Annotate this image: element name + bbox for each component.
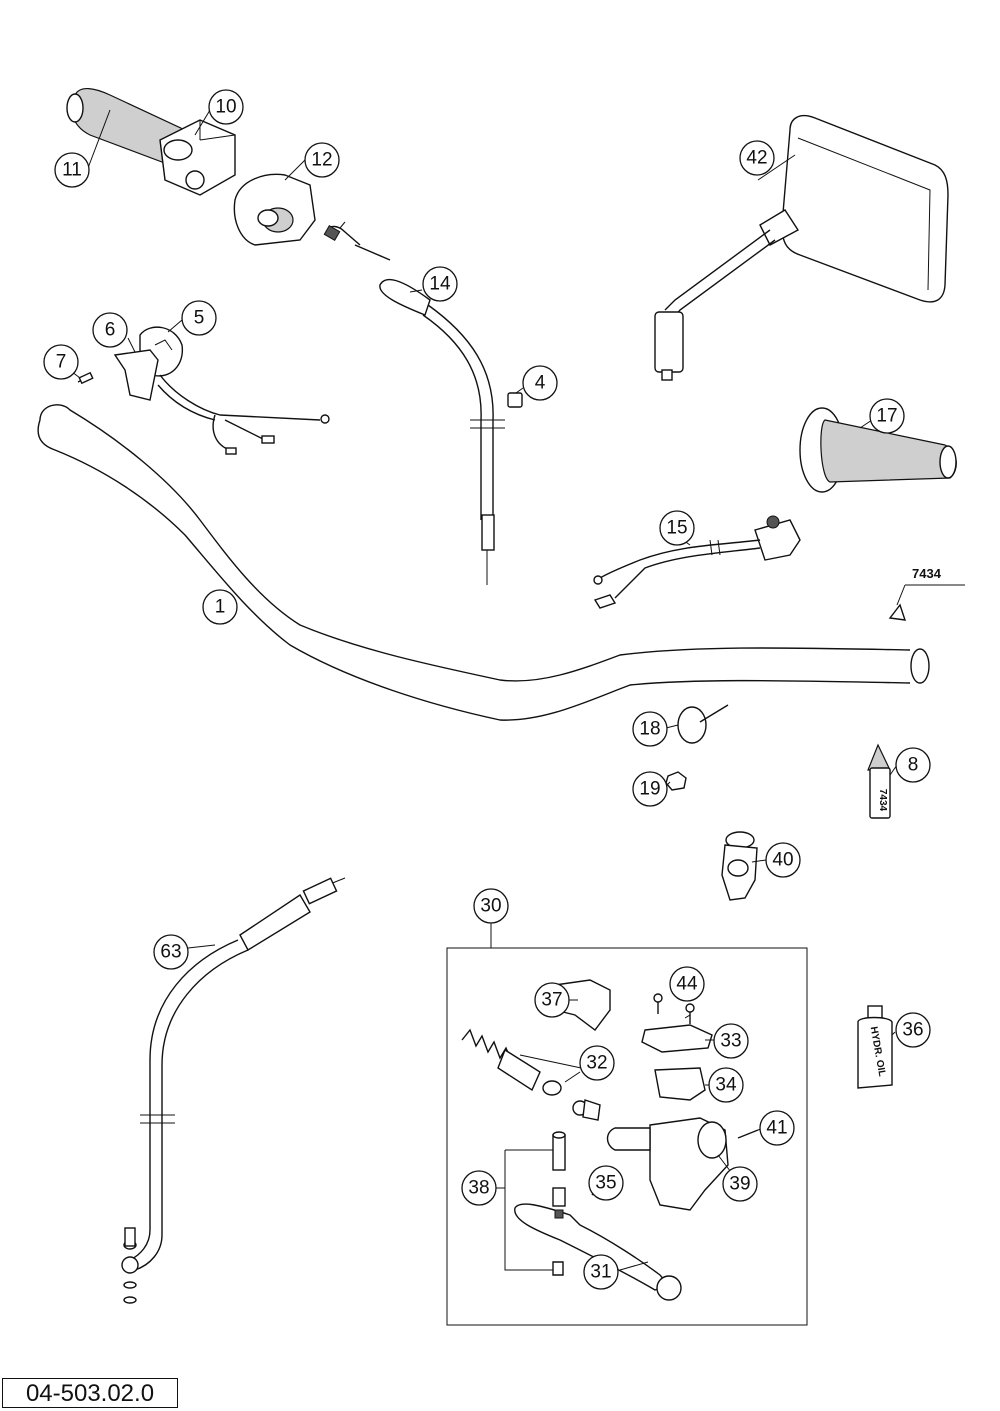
callout-37: 37	[534, 982, 570, 1018]
svg-text:63: 63	[160, 942, 181, 963]
callout-12: 12	[304, 142, 340, 178]
svg-text:18: 18	[639, 719, 660, 740]
callout-15: 15	[659, 510, 695, 546]
svg-text:31: 31	[590, 1262, 611, 1283]
svg-text:12: 12	[311, 150, 332, 171]
svg-text:40: 40	[772, 850, 793, 871]
svg-text:1: 1	[215, 597, 226, 618]
svg-text:39: 39	[729, 1174, 750, 1195]
throttle-housing	[159, 119, 236, 196]
light-switch	[593, 515, 801, 609]
callouts: 1 4 5 6 7 8 10 11 12 14 15 17 18 19 30 3…	[43, 89, 931, 1290]
svg-text:15: 15	[666, 518, 687, 539]
brake-master-cylinder-kit	[446, 920, 808, 1326]
svg-text:5: 5	[194, 308, 205, 329]
callout-6: 6	[92, 312, 128, 348]
callout-36: 36	[895, 1012, 931, 1048]
callout-4: 4	[522, 365, 558, 401]
callout-39: 39	[722, 1166, 758, 1202]
callout-10: 10	[208, 89, 244, 125]
hydraulic-oil-bottle	[857, 1005, 893, 1089]
switch-clamp	[113, 349, 159, 401]
svg-text:44: 44	[676, 974, 698, 995]
small-nut	[665, 771, 687, 791]
callout-63: 63	[153, 934, 189, 970]
callout-44: 44	[669, 966, 705, 1002]
nut-part	[507, 392, 523, 408]
callout-31: 31	[583, 1254, 619, 1290]
svg-text:41: 41	[766, 1118, 787, 1139]
svg-text:8: 8	[908, 755, 919, 776]
svg-text:11: 11	[62, 160, 82, 181]
throttle-grip	[66, 88, 186, 166]
callout-40: 40	[765, 842, 801, 878]
callout-38: 38	[461, 1170, 497, 1206]
reference-label: 7434	[912, 566, 942, 581]
svg-text:38: 38	[468, 1178, 489, 1199]
svg-text:32: 32	[586, 1053, 607, 1074]
callout-35: 35	[588, 1165, 624, 1201]
throttle-cover	[233, 173, 316, 246]
svg-text:10: 10	[215, 97, 236, 118]
callout-18: 18	[632, 711, 668, 747]
svg-text:7434: 7434	[877, 789, 888, 812]
svg-text:30: 30	[480, 896, 501, 917]
callout-41: 41	[759, 1110, 795, 1146]
document-code: 04-503.02.0	[2, 1378, 178, 1408]
throttle-cable	[323, 221, 505, 585]
callout-33: 33	[713, 1023, 749, 1059]
cable-tie	[677, 704, 729, 744]
callout-8: 8	[895, 747, 931, 783]
svg-text:33: 33	[720, 1031, 741, 1052]
callout-42: 42	[739, 140, 775, 176]
svg-text:7: 7	[56, 352, 67, 373]
handlebar	[37, 404, 930, 721]
callout-5: 5	[181, 300, 217, 336]
left-grip	[799, 407, 957, 493]
svg-text:42: 42	[746, 148, 767, 169]
svg-text:14: 14	[429, 274, 451, 295]
svg-text:34: 34	[715, 1075, 737, 1096]
callout-17: 17	[869, 398, 905, 434]
svg-text:4: 4	[535, 373, 546, 394]
hydraulic-line	[121, 877, 346, 1304]
screw	[77, 371, 94, 385]
svg-text:36: 36	[902, 1020, 923, 1041]
callout-30: 30	[473, 888, 509, 924]
svg-text:35: 35	[595, 1173, 616, 1194]
svg-text:19: 19	[639, 779, 660, 800]
callout-7: 7	[43, 344, 79, 380]
callout-11: 11	[54, 152, 90, 188]
callout-34: 34	[708, 1067, 744, 1103]
svg-text:6: 6	[105, 320, 116, 341]
thread-locker-tube: 7434	[867, 743, 891, 819]
callout-1: 1	[202, 589, 238, 625]
leader-lines	[62, 109, 898, 1271]
svg-text:37: 37	[541, 990, 562, 1011]
callout-14: 14	[422, 266, 458, 302]
reference-marker	[888, 584, 965, 621]
mirror	[654, 114, 949, 381]
callout-32: 32	[579, 1045, 615, 1081]
svg-text:17: 17	[876, 406, 897, 427]
callout-19: 19	[632, 771, 668, 807]
mirror-clamp	[721, 831, 758, 901]
kill-switch	[139, 326, 330, 455]
